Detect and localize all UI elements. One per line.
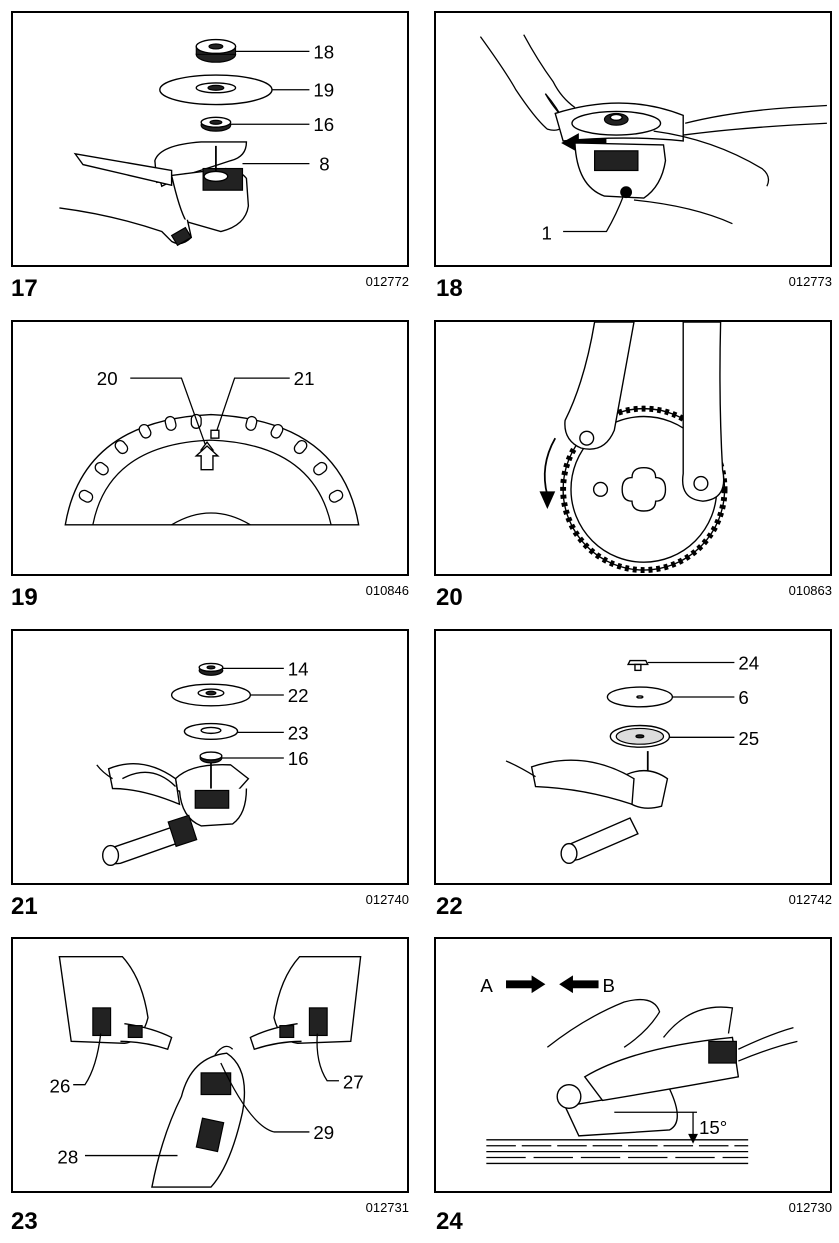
callout-14: 14	[288, 658, 309, 679]
callout-19: 19	[313, 80, 334, 101]
figure-17-code: 012772	[365, 274, 409, 289]
figure-21-panel: 14 22 23 16	[11, 629, 409, 885]
callout-25: 25	[738, 728, 759, 749]
figure-22-panel: 24 6 25	[434, 629, 832, 885]
figure-23-panel: 26 27 28 29	[11, 937, 409, 1193]
figure-19-illustration: 20 21	[64, 368, 360, 526]
figure-17-number: 17	[11, 275, 38, 302]
figure-22-illustration: 24 6 25	[505, 652, 759, 865]
figure-24-number: 24	[436, 1208, 463, 1235]
callout-8: 8	[319, 154, 329, 175]
callout-27: 27	[343, 1072, 364, 1093]
figure-20-number: 20	[436, 584, 463, 611]
figure-20-code: 010863	[788, 583, 832, 598]
figure-22-code: 012742	[788, 892, 832, 907]
figure-19-panel: 20 21	[11, 320, 409, 576]
label-b: B	[602, 975, 614, 996]
callout-6: 6	[738, 687, 748, 708]
label-a: A	[480, 975, 493, 996]
figure-23-code: 012731	[365, 1200, 409, 1215]
figure-22-number: 22	[436, 893, 463, 920]
figure-17-illustration: 18 19 16 8	[59, 38, 334, 247]
figure-21-illustration: 14 22 23 16	[96, 658, 309, 866]
callout-20: 20	[97, 368, 118, 389]
callout-1: 1	[541, 222, 551, 243]
figure-18-number: 18	[436, 275, 463, 302]
callout-16: 16	[313, 114, 334, 135]
figure-21-number: 21	[11, 893, 38, 920]
callout-18: 18	[313, 41, 334, 62]
callout-22: 22	[288, 685, 309, 706]
figure-18-code: 012773	[788, 274, 832, 289]
figure-19-number: 19	[11, 584, 38, 611]
figure-23-illustration: 26 27 28 29	[50, 956, 364, 1188]
figure-24-panel: A B 15°	[434, 937, 832, 1193]
callout-28: 28	[57, 1146, 78, 1167]
callout-24: 24	[738, 652, 759, 673]
figure-20-panel	[434, 320, 832, 576]
figure-23-number: 23	[11, 1208, 38, 1235]
figure-19-code: 010846	[365, 583, 409, 598]
figure-18-panel: 1	[434, 11, 832, 267]
figure-17-panel: 18 19 16 8	[11, 11, 409, 267]
figure-24-code: 012730	[788, 1200, 832, 1215]
callout-16-fig21: 16	[288, 748, 309, 769]
callout-21: 21	[294, 368, 315, 389]
figure-20-illustration	[539, 322, 728, 574]
angle-label: 15°	[699, 1117, 727, 1138]
figure-24-illustration: A B 15°	[480, 975, 798, 1165]
figure-18-illustration: 1	[479, 34, 827, 243]
callout-29: 29	[313, 1122, 334, 1143]
callout-26: 26	[50, 1076, 71, 1097]
callout-23: 23	[288, 722, 309, 743]
figure-21-code: 012740	[365, 892, 409, 907]
